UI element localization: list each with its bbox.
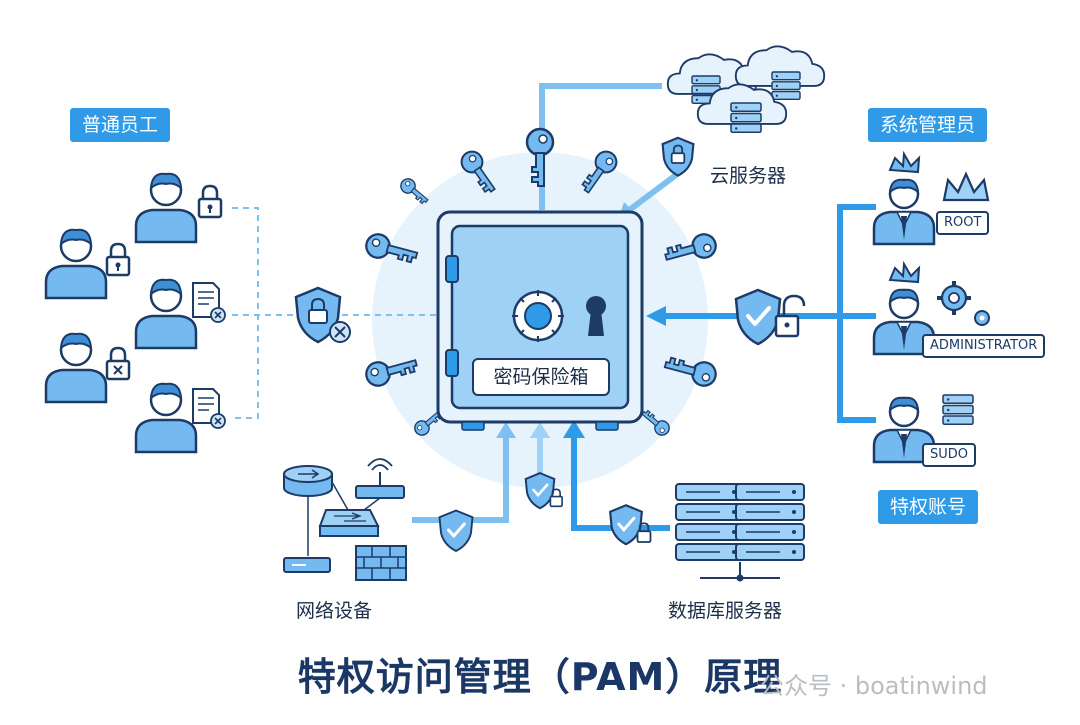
administrator-tag: ADMINISTRATOR [922, 334, 1046, 358]
employee-icons [44, 172, 226, 454]
user-icon [872, 178, 936, 246]
gear-icon [937, 281, 971, 315]
root-tag: ROOT [936, 211, 990, 235]
cloud-server-label: 云服务器 [710, 165, 787, 187]
cloud-servers [661, 45, 826, 177]
vault-label: 密码保险箱 [472, 358, 610, 396]
safe-icon [436, 210, 644, 431]
user-icon [44, 228, 108, 300]
crown-icon [888, 150, 921, 174]
key-icon [397, 175, 432, 208]
network-device-label: 网络设备 [296, 600, 373, 622]
server-icon [735, 503, 805, 521]
server-icon [675, 543, 745, 561]
server-icon [675, 523, 745, 541]
server-icon [675, 483, 745, 501]
firewall-icon [355, 545, 407, 581]
shield-icon [438, 509, 474, 553]
admins-label: 系统管理员 [868, 108, 988, 142]
shield-lock-icon [524, 472, 563, 510]
employees-label: 普通员工 [70, 108, 171, 142]
server-icon [771, 71, 801, 101]
gear-icon [974, 310, 990, 326]
shield-deny-icon [294, 286, 351, 344]
server-icon [735, 523, 805, 541]
page-title: 特权访问管理（PAM）原理 [297, 655, 783, 699]
database-servers [609, 483, 805, 582]
sudo-tag: SUDO [922, 443, 977, 467]
server-icon [735, 543, 805, 561]
network-devices [283, 458, 563, 581]
crown-icon [888, 260, 921, 284]
user-icon [44, 332, 108, 404]
crown-icon [942, 171, 990, 202]
keyhole-icon [586, 296, 606, 336]
user-icon [134, 172, 198, 244]
shield-lock-icon [609, 504, 652, 546]
shield-lock-icon [661, 136, 695, 177]
database-server-label: 数据库服务器 [668, 600, 783, 622]
shield-unlock-icon [734, 288, 806, 346]
dial-icon [512, 290, 564, 342]
server-icon [730, 102, 762, 133]
wifi-device-icon [355, 458, 405, 499]
server-icon [942, 394, 974, 425]
document-icon [192, 388, 226, 429]
watermark: 公众号 · boatinwind [760, 672, 988, 700]
admin-icons [872, 150, 990, 464]
document-icon [192, 282, 226, 323]
server-icon [675, 503, 745, 521]
server-icon [735, 483, 805, 501]
user-icon [134, 382, 198, 454]
lock-icon [105, 242, 131, 277]
privileged-accounts-label: 特权账号 [878, 490, 979, 524]
lock-icon [105, 346, 131, 381]
router-icon [283, 465, 333, 497]
user-icon [134, 278, 198, 350]
lock-icon [197, 184, 223, 219]
modem-icon [283, 557, 331, 573]
switch-icon [318, 509, 380, 537]
